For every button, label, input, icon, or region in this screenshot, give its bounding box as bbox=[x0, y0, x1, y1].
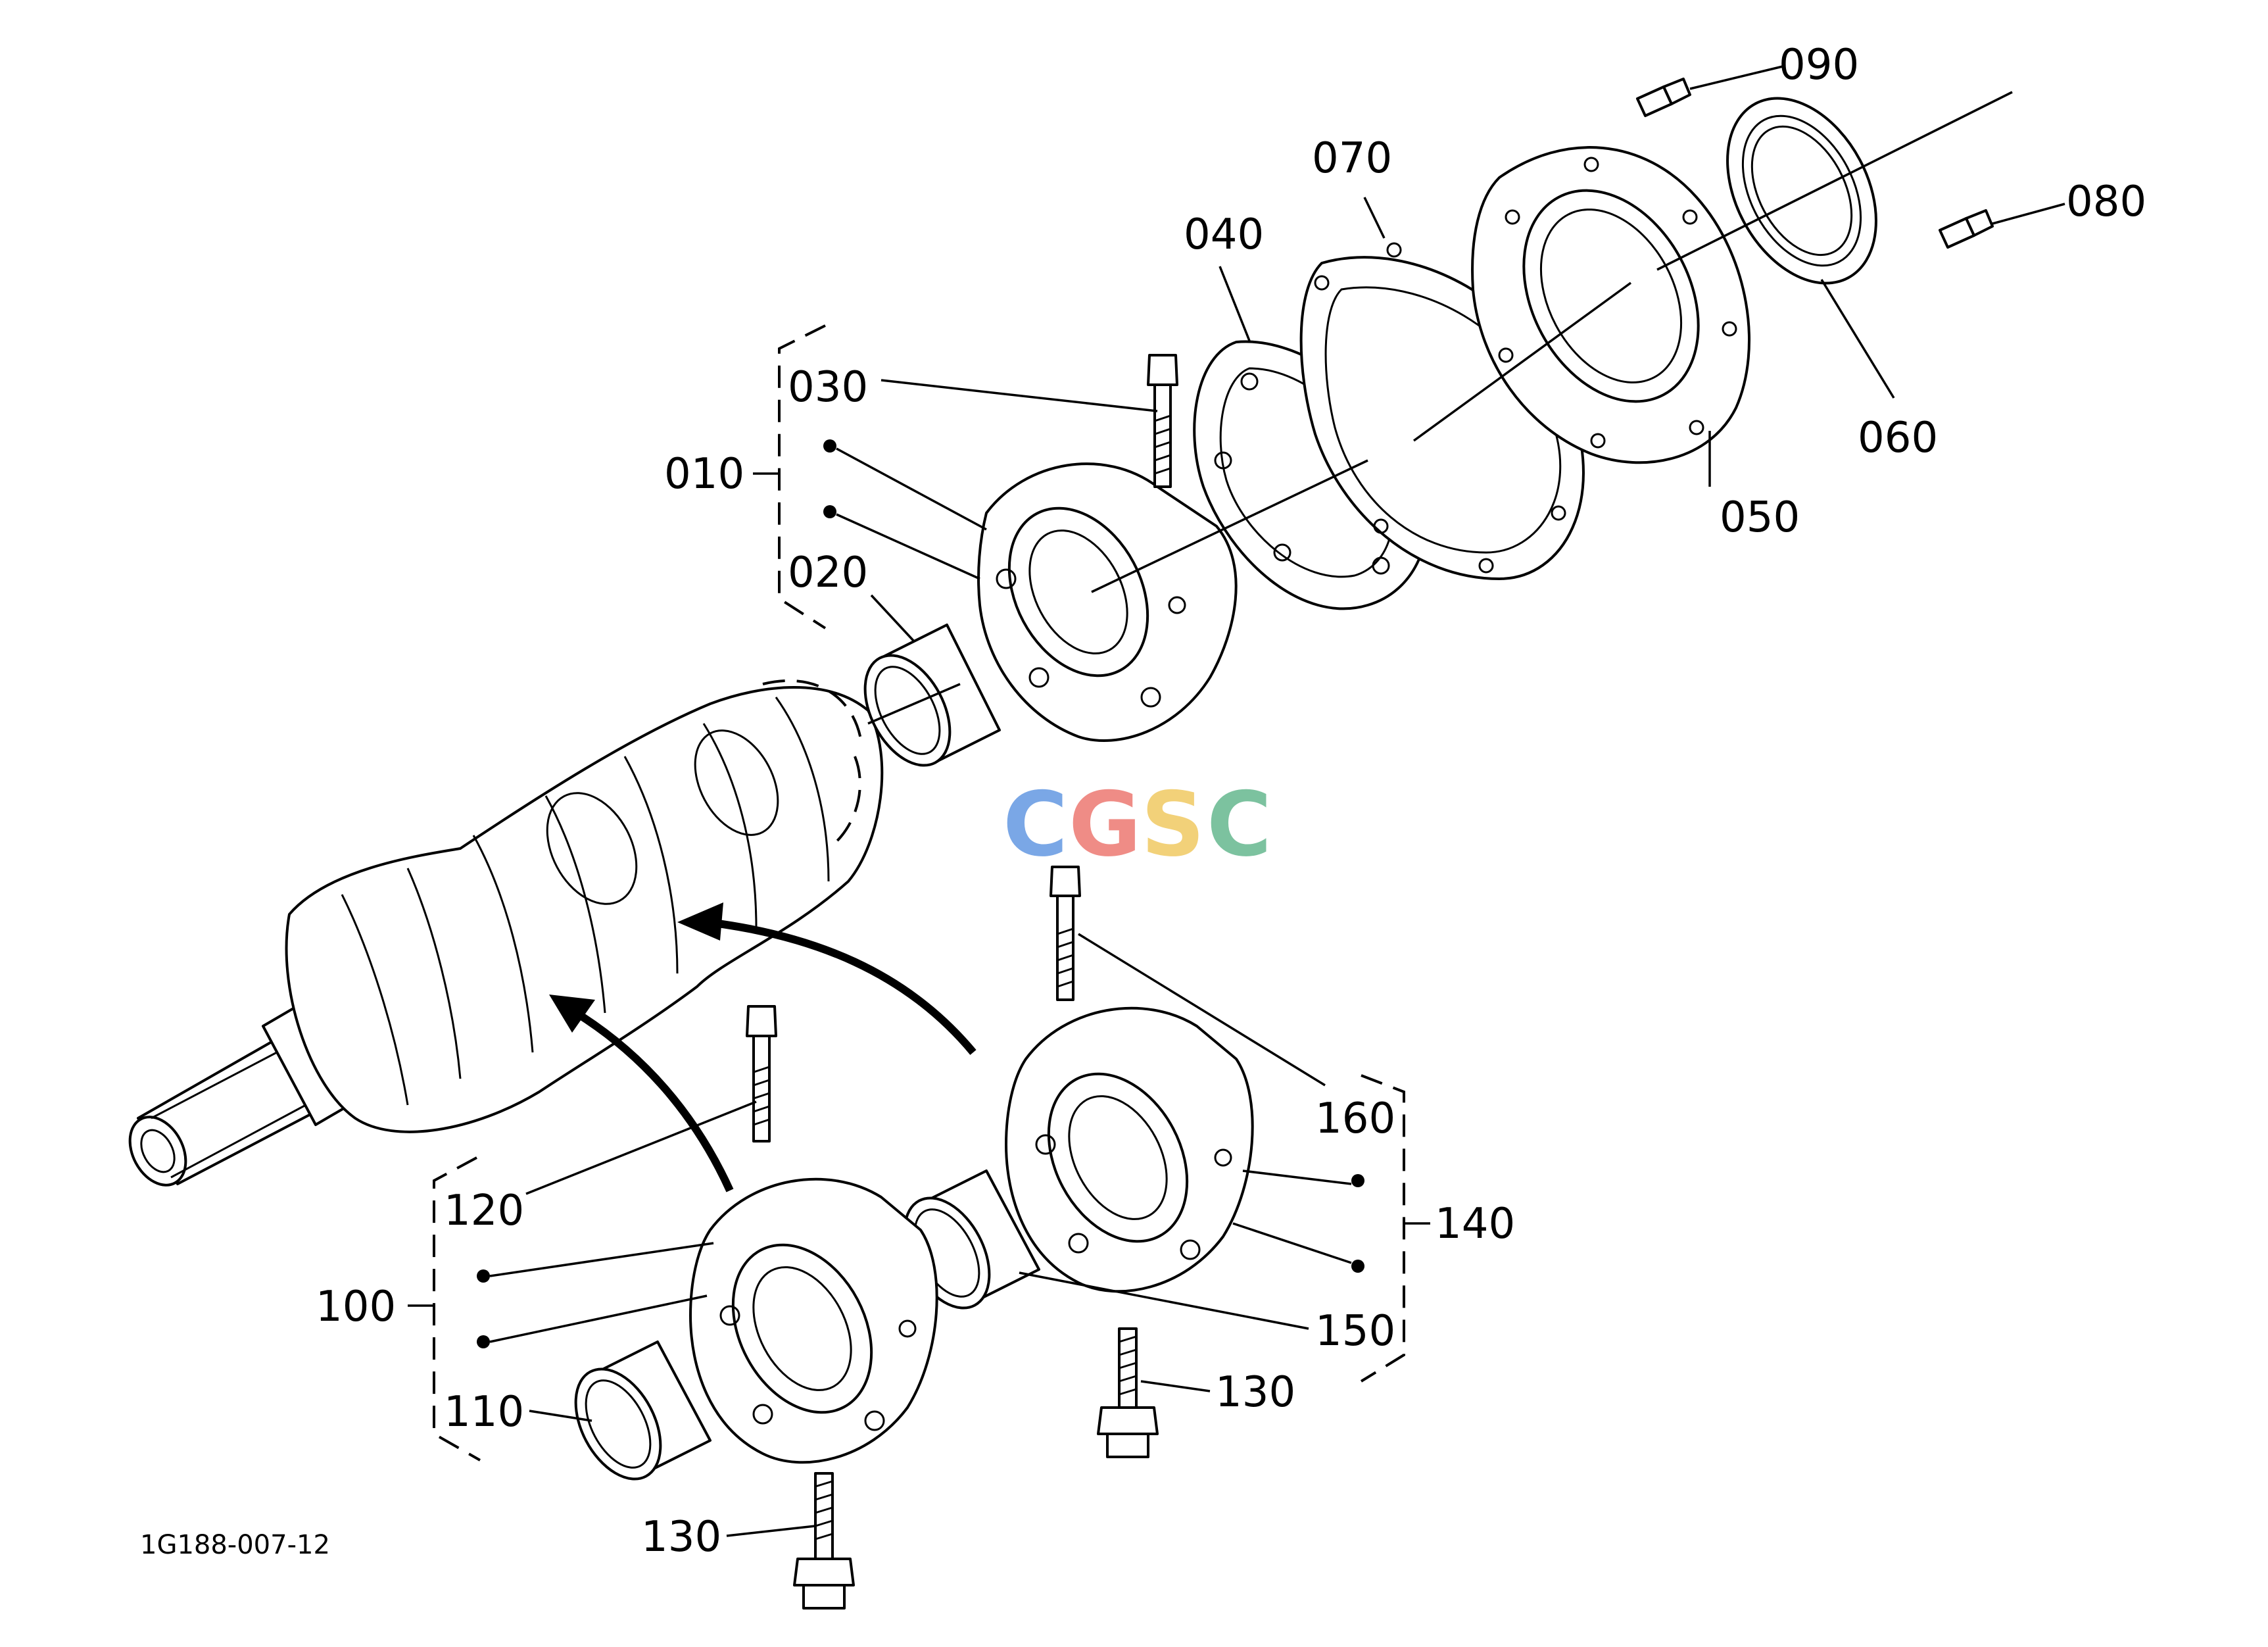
bolt-130-right bbox=[1097, 1327, 1159, 1458]
label-060: 060 bbox=[1858, 414, 1938, 462]
dot-010-a bbox=[823, 439, 836, 453]
crankshaft bbox=[128, 679, 884, 1187]
label-050: 050 bbox=[1720, 493, 1800, 542]
label-080: 080 bbox=[2066, 178, 2146, 226]
label-140: 140 bbox=[1435, 1200, 1515, 1248]
main-bearing-case-100 bbox=[689, 1177, 938, 1464]
dot-010-b bbox=[823, 505, 836, 518]
label-070: 070 bbox=[1312, 134, 1392, 183]
watermark-letter-2: G bbox=[1069, 773, 1142, 876]
oil-seal-060 bbox=[1726, 97, 1877, 285]
dot-140-a bbox=[1351, 1174, 1364, 1187]
label-130-left: 130 bbox=[641, 1513, 721, 1561]
center-axis-line bbox=[867, 91, 2013, 725]
watermark-letter-3: S bbox=[1141, 773, 1205, 876]
screw-090 bbox=[1636, 78, 1691, 117]
watermark-letter-1: C bbox=[1003, 773, 1068, 876]
bolt-130-left bbox=[793, 1472, 855, 1610]
label-030: 030 bbox=[788, 363, 868, 412]
bearing-020 bbox=[863, 624, 1001, 767]
bolt-120 bbox=[746, 1005, 777, 1143]
watermark-logo: C G S C bbox=[1003, 773, 1272, 876]
label-130-right: 130 bbox=[1215, 1368, 1295, 1417]
bracket-100 bbox=[433, 1156, 481, 1462]
main-bearing-case-140 bbox=[1005, 1006, 1254, 1293]
label-160: 160 bbox=[1315, 1094, 1395, 1143]
label-100: 100 bbox=[316, 1283, 396, 1331]
dot-140-b bbox=[1351, 1260, 1364, 1273]
watermark-letter-4: C bbox=[1207, 773, 1272, 876]
label-010: 010 bbox=[664, 450, 744, 499]
bearing-110 bbox=[574, 1340, 712, 1481]
label-120: 120 bbox=[444, 1187, 524, 1235]
label-150: 150 bbox=[1315, 1307, 1395, 1356]
screw-080 bbox=[1939, 209, 1994, 249]
assembly-arrows bbox=[549, 902, 977, 1192]
bolt-030 bbox=[1147, 354, 1178, 488]
main-bearing-case-upper bbox=[977, 462, 1238, 742]
label-090: 090 bbox=[1779, 41, 1859, 89]
dot-100-a bbox=[477, 1269, 490, 1283]
bolt-160 bbox=[1050, 866, 1081, 1001]
drawing-code: 1G188-007-12 bbox=[140, 1530, 330, 1560]
label-040: 040 bbox=[1184, 210, 1264, 259]
label-110: 110 bbox=[444, 1388, 524, 1437]
leader-lines bbox=[489, 64, 2065, 1537]
dot-100-b bbox=[477, 1335, 490, 1348]
label-020: 020 bbox=[788, 549, 868, 597]
